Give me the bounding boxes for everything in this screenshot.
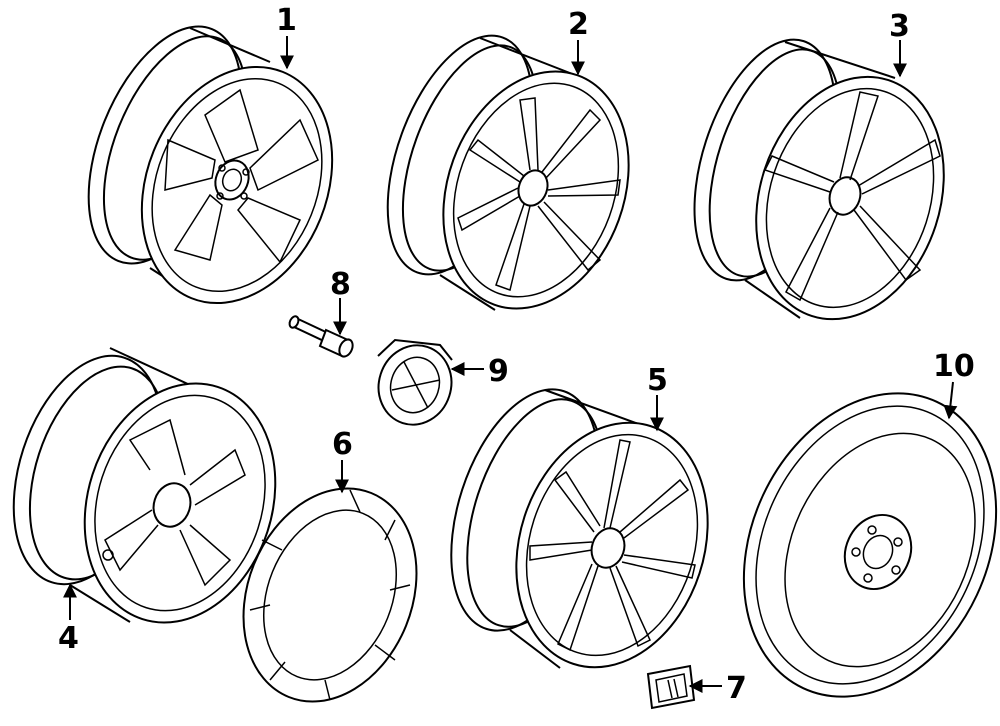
callout-5: 5 xyxy=(647,363,668,398)
callout-1: 1 xyxy=(276,3,297,38)
callout-7: 7 xyxy=(726,671,747,706)
wheel-1-icon xyxy=(87,25,334,305)
callout-4: 4 xyxy=(58,621,79,656)
wheel-5-icon xyxy=(450,388,709,669)
callout-3: 3 xyxy=(889,9,910,44)
wheel-4-icon xyxy=(12,347,277,624)
wheel-bolt-icon xyxy=(288,315,354,358)
center-cap-icon xyxy=(377,338,453,426)
wheel-2-icon xyxy=(386,34,630,311)
callout-10: 10 xyxy=(933,349,975,384)
callout-8: 8 xyxy=(330,267,351,302)
callout-6: 6 xyxy=(332,427,353,462)
spare-wheel-icon xyxy=(742,392,998,698)
badge-icon xyxy=(646,664,696,710)
leader-lines xyxy=(63,36,958,693)
callout-9: 9 xyxy=(488,354,509,389)
wheel-3-icon xyxy=(693,38,945,321)
trim-ring-icon xyxy=(242,487,418,703)
callout-2: 2 xyxy=(568,7,589,42)
